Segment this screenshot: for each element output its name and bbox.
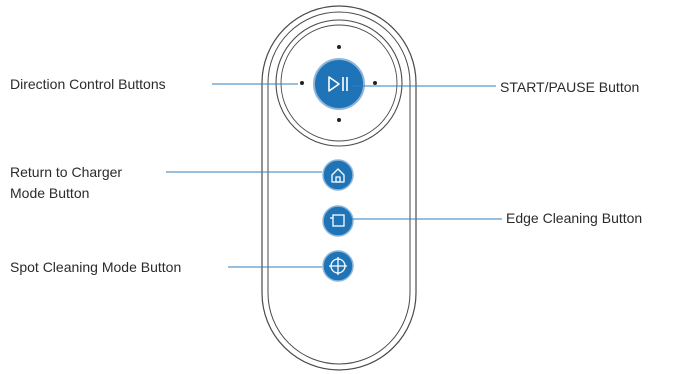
home-icon xyxy=(331,168,345,183)
direction-right-dot[interactable] xyxy=(373,81,377,85)
return-to-charger-label-line2: Mode Button xyxy=(10,185,90,201)
spot-cleaning-button[interactable] xyxy=(322,250,354,282)
direction-left-dot[interactable] xyxy=(300,81,304,85)
direction-control-label: Direction Control Buttons xyxy=(10,76,166,92)
return-to-charger-button[interactable] xyxy=(322,159,354,191)
edge-cleaning-label: Edge Cleaning Button xyxy=(506,210,643,226)
remote-inner-outline xyxy=(267,11,411,365)
crosshair-icon xyxy=(329,257,347,275)
return-to-charger-label-line1: Return to Charger xyxy=(10,164,123,180)
direction-up-dot[interactable] xyxy=(337,45,341,49)
direction-down-dot[interactable] xyxy=(337,118,341,122)
start-pause-label: START/PAUSE Button xyxy=(500,79,640,95)
direction-pad-inner-ring xyxy=(280,24,398,142)
play-pause-icon xyxy=(328,76,348,92)
edge-cleaning-button[interactable] xyxy=(322,205,354,237)
edge-square-icon xyxy=(330,214,345,227)
spot-cleaning-label: Spot Cleaning Mode Button xyxy=(10,259,182,275)
start-pause-button[interactable] xyxy=(313,58,365,110)
